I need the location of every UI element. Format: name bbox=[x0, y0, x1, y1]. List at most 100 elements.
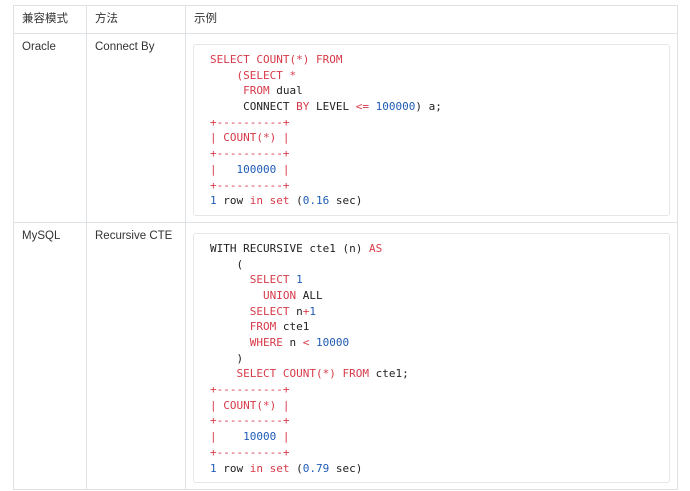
code-token: 100000 bbox=[375, 100, 416, 114]
cell-mode: MySQL bbox=[13, 221, 87, 491]
code-token bbox=[210, 273, 250, 286]
code-token bbox=[217, 430, 244, 443]
code-line: 1 row in set (0.16 sec) bbox=[210, 193, 661, 209]
code-line: | COUNT(*) | bbox=[210, 398, 661, 414]
code-token: 1 bbox=[210, 461, 217, 475]
code-token: +----------+ bbox=[210, 147, 290, 161]
code-line: SELECT n+1 bbox=[210, 304, 661, 320]
code-token bbox=[210, 367, 237, 380]
code-token: 10000 bbox=[243, 430, 277, 444]
header-example: 示例 bbox=[185, 5, 678, 34]
compat-table: 兼容模式 方法 示例 Oracle Connect By SELECT COUN… bbox=[13, 5, 678, 491]
code-token: FROM bbox=[243, 84, 270, 98]
table-row: Oracle Connect By SELECT COUNT(*) FROM (… bbox=[13, 33, 678, 223]
code-line: +----------+ bbox=[210, 146, 661, 162]
header-mode: 兼容模式 bbox=[13, 5, 87, 34]
code-token: SELECT COUNT(*) FROM bbox=[210, 53, 343, 66]
code-token: SELECT bbox=[249, 273, 290, 287]
code-token: | bbox=[210, 131, 224, 145]
code-token: | bbox=[276, 131, 290, 145]
code-token bbox=[210, 289, 263, 302]
cell-example: SELECT COUNT(*) FROM (SELECT * FROM dual… bbox=[185, 33, 678, 223]
header-method: 方法 bbox=[86, 5, 186, 34]
code-token: + bbox=[302, 304, 310, 318]
cell-method: Recursive CTE bbox=[86, 221, 186, 491]
code-token: 1 bbox=[210, 194, 217, 208]
code-token: sec) bbox=[329, 194, 363, 208]
code-line: +----------+ bbox=[210, 178, 661, 194]
code-line: 1 row in set (0.79 sec) bbox=[210, 461, 661, 477]
code-block: SELECT COUNT(*) FROM (SELECT * FROM dual… bbox=[193, 44, 670, 216]
code-token: 0.16 bbox=[302, 194, 330, 208]
code-line: +----------+ bbox=[210, 445, 661, 461]
code-line: FROM dual bbox=[210, 83, 661, 99]
code-token: 10000 bbox=[316, 336, 350, 349]
code-token: FROM bbox=[249, 320, 277, 334]
code-token: | bbox=[210, 162, 217, 176]
code-token bbox=[217, 163, 237, 176]
code-token: ( bbox=[210, 257, 244, 271]
table-header-row: 兼容模式 方法 示例 bbox=[13, 5, 678, 34]
code-token: | bbox=[276, 162, 290, 176]
code-token: row bbox=[216, 461, 250, 475]
code-token: cte1 bbox=[276, 320, 310, 334]
code-token: CONNECT bbox=[210, 100, 297, 114]
code-token: +----------+ bbox=[210, 445, 290, 459]
code-token: 100000 bbox=[236, 162, 277, 176]
cell-mode: Oracle bbox=[13, 33, 87, 223]
code-token: 1 bbox=[309, 304, 316, 318]
code-token: WITH RECURSIVE cte1 (n) bbox=[210, 241, 369, 255]
code-line: (SELECT * bbox=[210, 68, 661, 84]
code-token: 1 bbox=[296, 273, 303, 287]
code-line: +----------+ bbox=[210, 115, 661, 131]
code-line: SELECT COUNT(*) FROM bbox=[210, 52, 661, 68]
code-token: ALL bbox=[296, 288, 323, 302]
code-token: +----------+ bbox=[210, 178, 290, 192]
code-token bbox=[210, 305, 250, 318]
code-token: FROM bbox=[342, 367, 369, 381]
code-token: WHERE bbox=[249, 336, 283, 349]
code-token: BY bbox=[296, 100, 310, 114]
code-token: SELECT bbox=[249, 304, 290, 318]
table-row: MySQL Recursive CTE WITH RECURSIVE cte1 … bbox=[13, 221, 678, 491]
code-line: | COUNT(*) | bbox=[210, 130, 661, 146]
code-token: sec) bbox=[329, 461, 363, 475]
code-line: +----------+ bbox=[210, 413, 661, 429]
code-line: ( bbox=[210, 257, 661, 273]
code-block: WITH RECURSIVE cte1 (n) AS ( SELECT 1 UN… bbox=[193, 232, 670, 484]
code-line: +----------+ bbox=[210, 382, 661, 398]
code-token: +----------+ bbox=[210, 115, 290, 129]
code-token: in set bbox=[249, 461, 290, 475]
code-token: +----------+ bbox=[210, 383, 290, 397]
code-token: in set bbox=[249, 194, 290, 208]
code-token bbox=[210, 69, 237, 82]
code-line: ) bbox=[210, 351, 661, 367]
code-line: UNION ALL bbox=[210, 288, 661, 304]
code-line: | 100000 | bbox=[210, 162, 661, 178]
code-token: n bbox=[282, 336, 303, 349]
code-token: ( bbox=[289, 461, 303, 475]
code-token: n bbox=[289, 304, 303, 318]
code-token: LEVEL bbox=[309, 100, 356, 114]
code-token: SELECT COUNT(*) bbox=[236, 367, 336, 381]
cell-method: Connect By bbox=[86, 33, 186, 223]
code-token: < bbox=[302, 336, 310, 349]
code-token: dual bbox=[269, 84, 303, 98]
code-token bbox=[210, 320, 250, 333]
code-line: WITH RECURSIVE cte1 (n) AS bbox=[210, 241, 661, 257]
code-token: ) a; bbox=[415, 100, 442, 114]
code-line: SELECT 1 bbox=[210, 272, 661, 288]
code-line: | 10000 | bbox=[210, 429, 661, 445]
code-token: | bbox=[276, 398, 290, 412]
code-line: SELECT COUNT(*) FROM cte1; bbox=[210, 366, 661, 382]
code-token: row bbox=[216, 194, 250, 208]
code-token: COUNT(*) bbox=[223, 398, 277, 412]
code-token: (SELECT * bbox=[236, 68, 297, 82]
code-token bbox=[210, 336, 250, 349]
code-line: CONNECT BY LEVEL <= 100000) a; bbox=[210, 99, 661, 115]
code-token bbox=[210, 84, 243, 97]
code-token: COUNT(*) bbox=[223, 131, 277, 145]
code-token: ) bbox=[210, 351, 244, 365]
code-line: FROM cte1 bbox=[210, 319, 661, 335]
cell-example: WITH RECURSIVE cte1 (n) AS ( SELECT 1 UN… bbox=[185, 221, 678, 491]
